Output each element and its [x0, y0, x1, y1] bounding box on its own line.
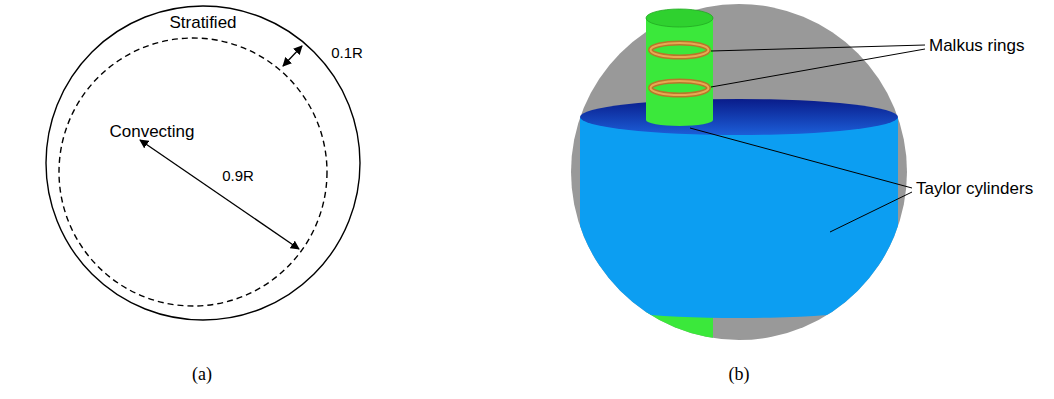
dimension-label: 0.9R	[222, 168, 254, 185]
sphere	[571, 4, 907, 340]
malkus-ring	[651, 81, 709, 95]
panel-label: (b)	[729, 365, 750, 385]
dimension-label: 0.1R	[331, 45, 363, 62]
dimension-arrow	[283, 46, 302, 66]
outer-circle: StratifiedConvecting	[45, 5, 361, 321]
inner-cylinder	[646, 18, 713, 126]
malkus-ring	[651, 43, 709, 57]
circle-outline	[45, 5, 361, 321]
malkus-ring	[651, 81, 709, 95]
inner-cylinder-top	[646, 9, 713, 27]
dimension-arrow	[140, 140, 299, 249]
panel-label: (a)	[192, 365, 212, 385]
cylinder-top	[580, 99, 898, 135]
leader-line	[690, 128, 912, 188]
callout-label: Taylor cylinders	[916, 180, 1033, 199]
convecting-core: Convecting	[58, 37, 328, 307]
circle-outline	[58, 37, 328, 307]
region-label: Convecting	[109, 123, 194, 142]
leader-line	[830, 192, 912, 232]
malkus-ring	[651, 43, 709, 57]
region-label: Stratified	[169, 14, 236, 33]
leader-line	[711, 49, 925, 87]
leader-line	[711, 45, 925, 51]
outer-cylinder	[580, 117, 898, 318]
callout-label: Malkus rings	[929, 37, 1024, 56]
